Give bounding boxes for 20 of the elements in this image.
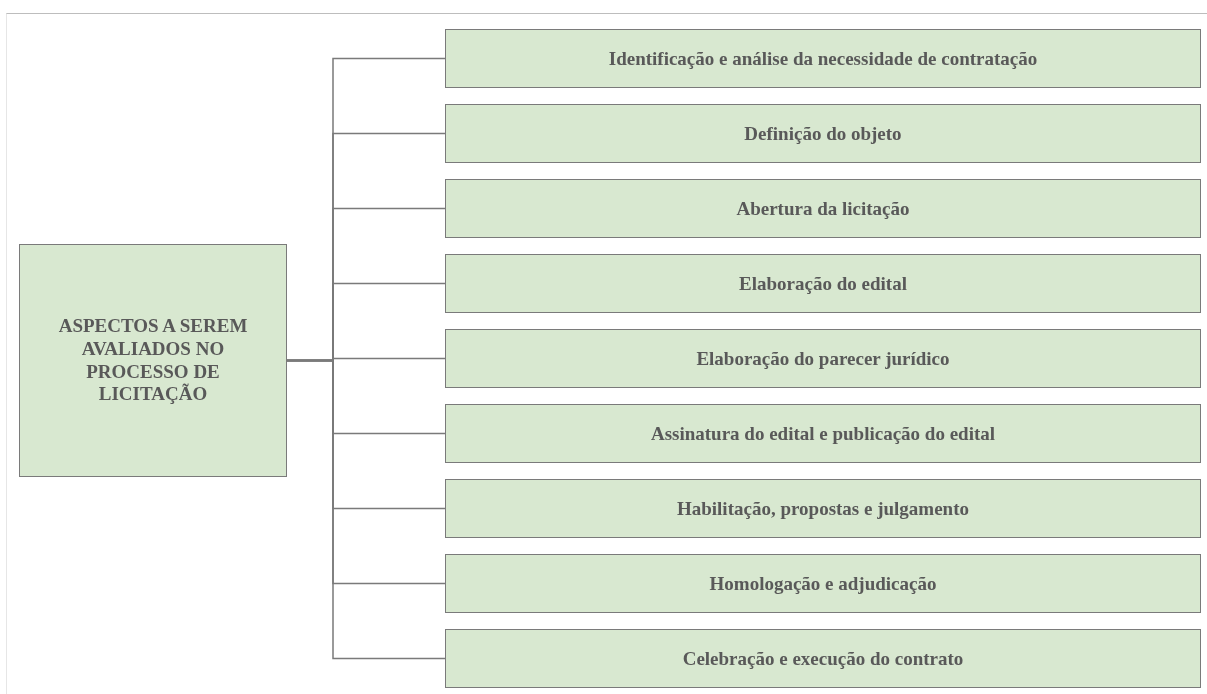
step-label: Elaboração do edital bbox=[739, 272, 907, 295]
step-box bbox=[445, 554, 1201, 613]
step-box bbox=[445, 404, 1201, 463]
step-label: Identificação e análise da necessidade de contratação bbox=[608, 47, 1038, 70]
step-box bbox=[445, 629, 1201, 688]
step-label: Celebração e execução do contrato bbox=[682, 647, 964, 670]
step-label: Assinatura do edital e publicação do edital bbox=[650, 422, 996, 445]
step-label: Homologação e adjudicação bbox=[709, 572, 937, 595]
step-label: Definição do objeto bbox=[744, 122, 902, 145]
step-box bbox=[445, 104, 1201, 163]
step-label: Abertura da licitação bbox=[736, 197, 910, 220]
step-box bbox=[445, 479, 1201, 538]
step-box bbox=[445, 179, 1201, 238]
step-box bbox=[445, 329, 1201, 388]
topic-box bbox=[19, 244, 287, 477]
step-box bbox=[445, 254, 1201, 313]
step-label: Habilitação, propostas e julgamento bbox=[676, 497, 969, 520]
step-box bbox=[445, 29, 1201, 88]
topic-title: ASPECTOS A SEREM AVALIADOS NO PROCESSO DE LICITAÇÃO bbox=[57, 314, 249, 407]
step-label: Elaboração do parecer jurídico bbox=[696, 347, 950, 370]
